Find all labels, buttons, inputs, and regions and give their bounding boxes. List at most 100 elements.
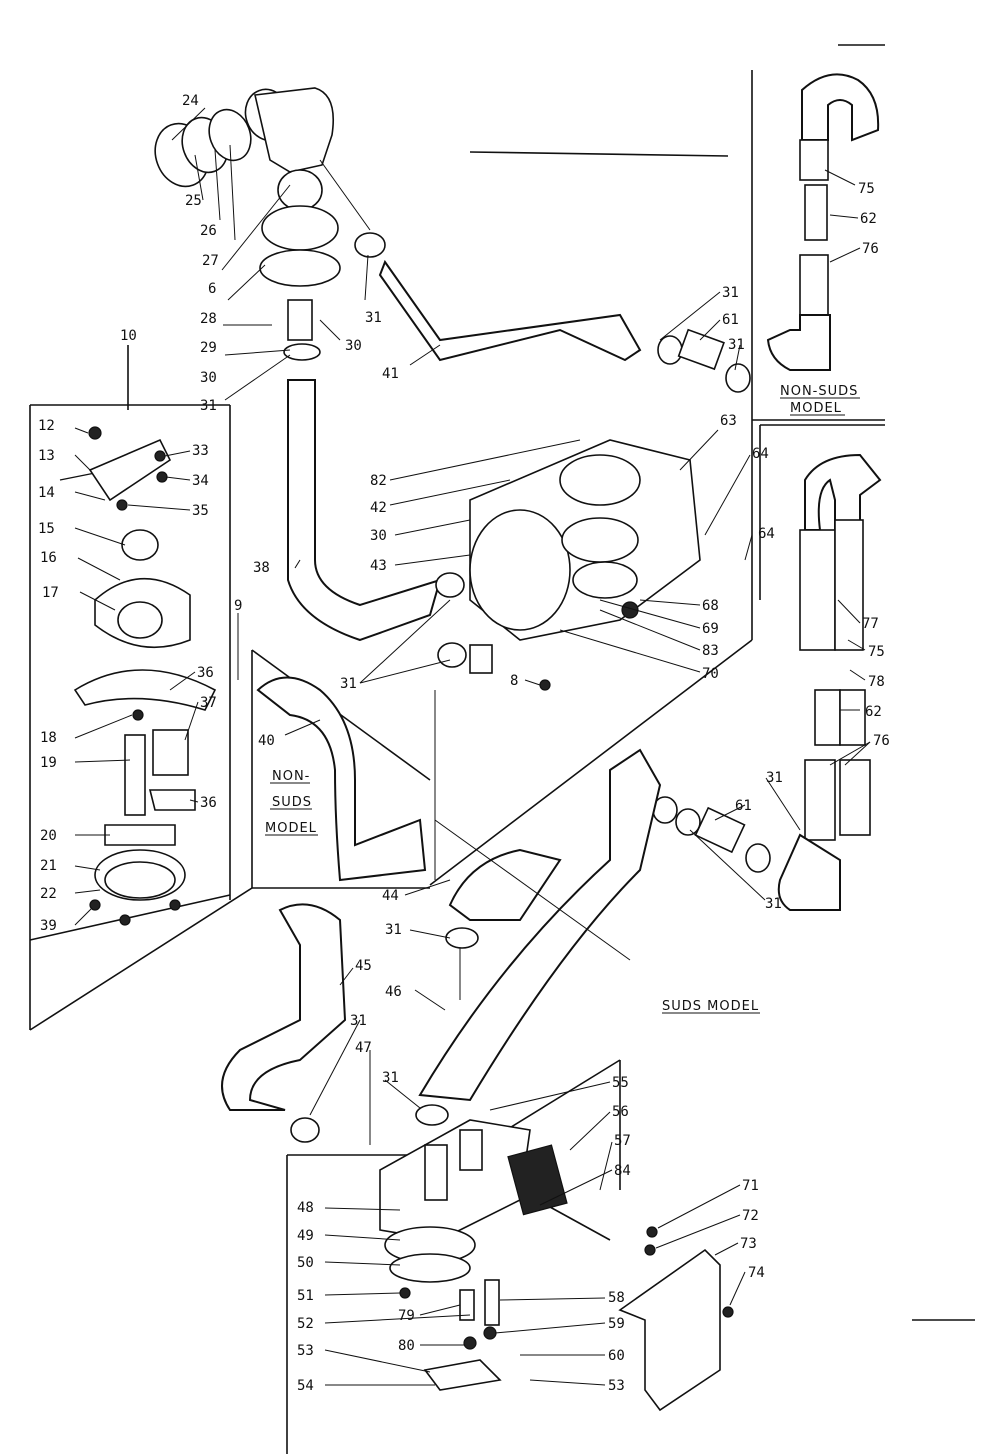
callout-84: 84 <box>614 1163 631 1179</box>
callout-43: 43 <box>370 558 387 574</box>
callout-17: 17 <box>42 585 59 601</box>
callout-10: 10 <box>120 328 137 344</box>
callout-47: 47 <box>355 1040 372 1056</box>
callout-31-b: 31 <box>365 310 382 326</box>
callout-30-c: 30 <box>370 528 387 544</box>
non-suds-top-label-line1: NON-SUDS <box>780 384 858 399</box>
callout-15: 15 <box>38 521 55 537</box>
callout-13: 13 <box>38 448 55 464</box>
callout-18: 18 <box>40 730 57 746</box>
callout-49: 49 <box>297 1228 314 1244</box>
callout-6: 6 <box>208 281 216 297</box>
callout-9: 9 <box>234 598 242 614</box>
callout-80: 80 <box>398 1338 415 1354</box>
callout-20: 20 <box>40 828 57 844</box>
callout-56: 56 <box>612 1104 629 1120</box>
callout-52: 52 <box>297 1316 314 1332</box>
callout-26: 26 <box>200 223 217 239</box>
non-suds-top-label-line2: MODEL <box>790 401 842 416</box>
callout-75-b: 75 <box>868 644 885 660</box>
callout-38: 38 <box>253 560 270 576</box>
callout-31-g: 31 <box>765 896 782 912</box>
hose-40 <box>256 676 427 882</box>
bottom-pump-assembly <box>379 1104 568 1391</box>
callout-31-h: 31 <box>385 922 402 938</box>
hose-45 <box>221 903 347 1143</box>
callout-76-b: 76 <box>873 733 890 749</box>
callout-82: 82 <box>370 473 387 489</box>
callout-25: 25 <box>185 193 202 209</box>
callout-24: 24 <box>182 93 199 109</box>
callout-50: 50 <box>297 1255 314 1271</box>
callout-64-a: 64 <box>752 446 769 462</box>
callout-70: 70 <box>702 666 719 682</box>
hose-44-46 <box>418 748 662 1102</box>
callout-31-f: 31 <box>766 770 783 786</box>
pressure-switch-assembly <box>59 426 217 926</box>
callout-34: 34 <box>192 473 209 489</box>
callout-12: 12 <box>38 418 55 434</box>
callout-31-d: 31 <box>728 337 745 353</box>
callout-55: 55 <box>612 1075 629 1091</box>
callout-19: 19 <box>40 755 57 771</box>
callout-79: 79 <box>398 1308 415 1324</box>
callout-41: 41 <box>382 366 399 382</box>
callout-31-j: 31 <box>382 1070 399 1086</box>
callout-62-a: 62 <box>860 211 877 227</box>
callout-54: 54 <box>297 1378 314 1394</box>
callout-61-a: 61 <box>722 312 739 328</box>
callout-35: 35 <box>192 503 209 519</box>
hose-41 <box>378 259 751 393</box>
callout-68: 68 <box>702 598 719 614</box>
callout-27: 27 <box>202 253 219 269</box>
callout-31-c: 31 <box>722 285 739 301</box>
callout-33: 33 <box>192 443 209 459</box>
callout-60: 60 <box>608 1348 625 1364</box>
callout-36-b: 36 <box>200 795 217 811</box>
callout-75-a: 75 <box>858 181 875 197</box>
frame-lines <box>29 44 975 1454</box>
suds-pipe-right <box>652 453 882 911</box>
callout-8: 8 <box>510 673 518 689</box>
model-labels: NON-SUDS MODEL NON- SUDS MODEL SUDS MODE… <box>265 384 860 1014</box>
callout-37-a: 37 <box>200 695 217 711</box>
hose-38 <box>287 379 442 642</box>
non-suds-mid-label-line2: SUDS <box>272 795 312 810</box>
callout-51: 51 <box>297 1288 314 1304</box>
callout-76-a: 76 <box>862 241 879 257</box>
callout-16: 16 <box>40 550 57 566</box>
callout-53-b: 53 <box>608 1378 625 1394</box>
callout-83: 83 <box>702 643 719 659</box>
callout-46: 46 <box>385 984 402 1000</box>
callout-22: 22 <box>40 886 57 902</box>
callout-74: 74 <box>748 1265 765 1281</box>
callout-29: 29 <box>200 340 217 356</box>
callout-77: 77 <box>862 616 879 632</box>
callout-31-a: 31 <box>200 398 217 414</box>
callout-69: 69 <box>702 621 719 637</box>
callout-36-a: 36 <box>197 665 214 681</box>
callout-71: 71 <box>742 1178 759 1194</box>
callout-58: 58 <box>608 1290 625 1306</box>
callout-40: 40 <box>258 733 275 749</box>
callout-28: 28 <box>200 311 217 327</box>
callout-73: 73 <box>740 1236 757 1252</box>
callout-30-b: 30 <box>345 338 362 354</box>
leader-lines <box>74 107 871 1386</box>
callout-45: 45 <box>355 958 372 974</box>
top-manifold-assembly <box>154 87 386 361</box>
callout-61-b: 61 <box>735 798 752 814</box>
callout-39: 39 <box>40 918 57 934</box>
non-suds-mid-label-line1: NON- <box>272 769 310 784</box>
suds-model-label: SUDS MODEL <box>662 999 759 1014</box>
callout-72: 72 <box>742 1208 759 1224</box>
callout-numbers: 10 12 13 14 15 16 17 18 19 20 21 22 39 3… <box>38 93 890 1394</box>
callout-14: 14 <box>38 485 55 501</box>
bracket-73 <box>618 1226 734 1412</box>
callout-59: 59 <box>608 1316 625 1332</box>
callout-53-a: 53 <box>297 1343 314 1359</box>
callout-31-e: 31 <box>340 676 357 692</box>
callout-44: 44 <box>382 888 399 904</box>
